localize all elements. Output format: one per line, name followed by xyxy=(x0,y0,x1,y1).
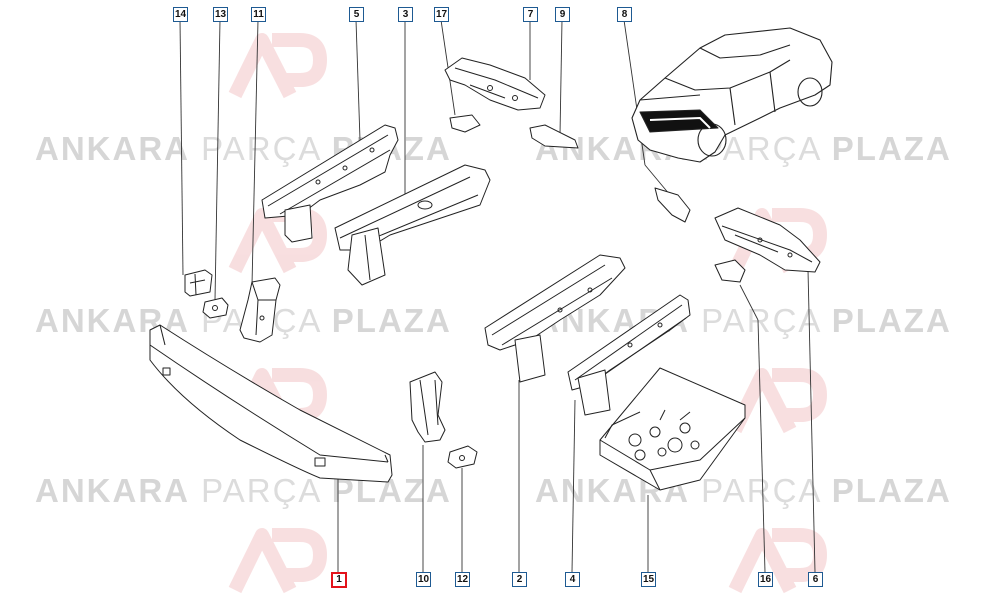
part-7-cowl-panel xyxy=(444,57,546,111)
part-15-fastener-box xyxy=(599,367,746,491)
callout-1[interactable]: 1 xyxy=(331,572,347,588)
callout-6[interactable]: 6 xyxy=(808,572,823,587)
callout-12[interactable]: 12 xyxy=(455,572,470,587)
part-9-plate xyxy=(529,124,579,149)
part-17-cowl-bracket xyxy=(449,114,481,133)
part-11-bracket xyxy=(239,277,281,343)
part-1-bumper-beam xyxy=(149,324,393,483)
callout-4[interactable]: 4 xyxy=(565,572,580,587)
callout-14[interactable]: 14 xyxy=(173,7,188,22)
callout-5[interactable]: 5 xyxy=(349,7,364,22)
callout-3[interactable]: 3 xyxy=(398,7,413,22)
part-12-clip xyxy=(447,445,478,469)
callout-9[interactable]: 9 xyxy=(555,7,570,22)
car-illustration xyxy=(631,27,833,163)
callout-15[interactable]: 15 xyxy=(641,572,656,587)
part-13-bracket xyxy=(202,297,229,319)
part-4-rail xyxy=(567,294,691,416)
part-10-bracket xyxy=(409,371,446,443)
part-6-side-member xyxy=(714,207,821,273)
part-5-upper-rail xyxy=(261,124,399,243)
callout-16[interactable]: 16 xyxy=(758,572,773,587)
callout-17[interactable]: 17 xyxy=(434,7,449,22)
callout-11[interactable]: 11 xyxy=(251,7,266,22)
part-2-lower-rail xyxy=(484,254,626,383)
part-14-bracket xyxy=(184,269,213,297)
callout-7[interactable]: 7 xyxy=(523,7,538,22)
part-16-bracket xyxy=(714,259,746,283)
callout-2[interactable]: 2 xyxy=(512,572,527,587)
part-8-bracket xyxy=(654,187,691,223)
callout-13[interactable]: 13 xyxy=(213,7,228,22)
callout-8[interactable]: 8 xyxy=(617,7,632,22)
part-3-rail xyxy=(334,164,491,286)
callout-10[interactable]: 10 xyxy=(416,572,431,587)
